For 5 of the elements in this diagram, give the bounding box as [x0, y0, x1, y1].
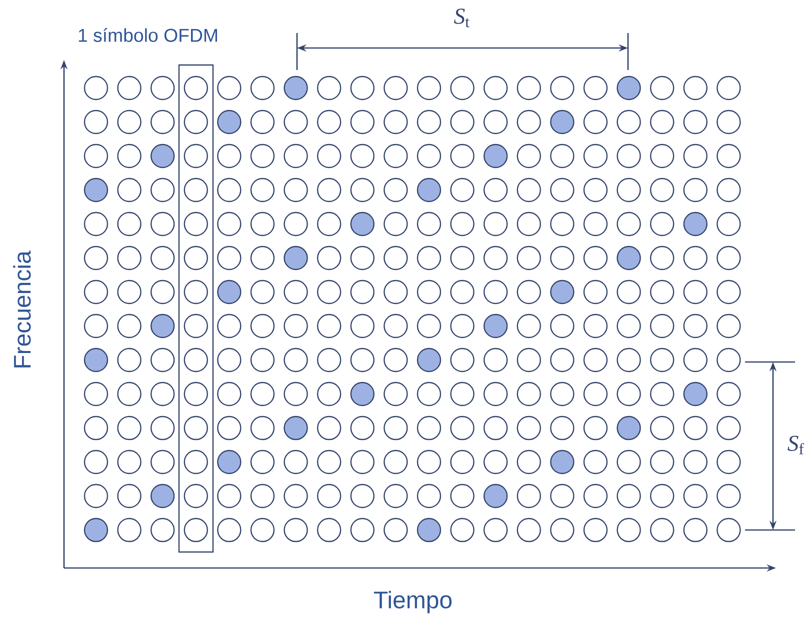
axis-label: Frecuencia — [13, 250, 31, 368]
dimension-label: S$_{t}$ — [454, 8, 470, 28]
dimension-label: S$_{f}$ — [788, 436, 804, 454]
axis-label: Tiempo — [374, 590, 452, 614]
caption-text: 1 símbolo OFDM — [74, 25, 222, 45]
